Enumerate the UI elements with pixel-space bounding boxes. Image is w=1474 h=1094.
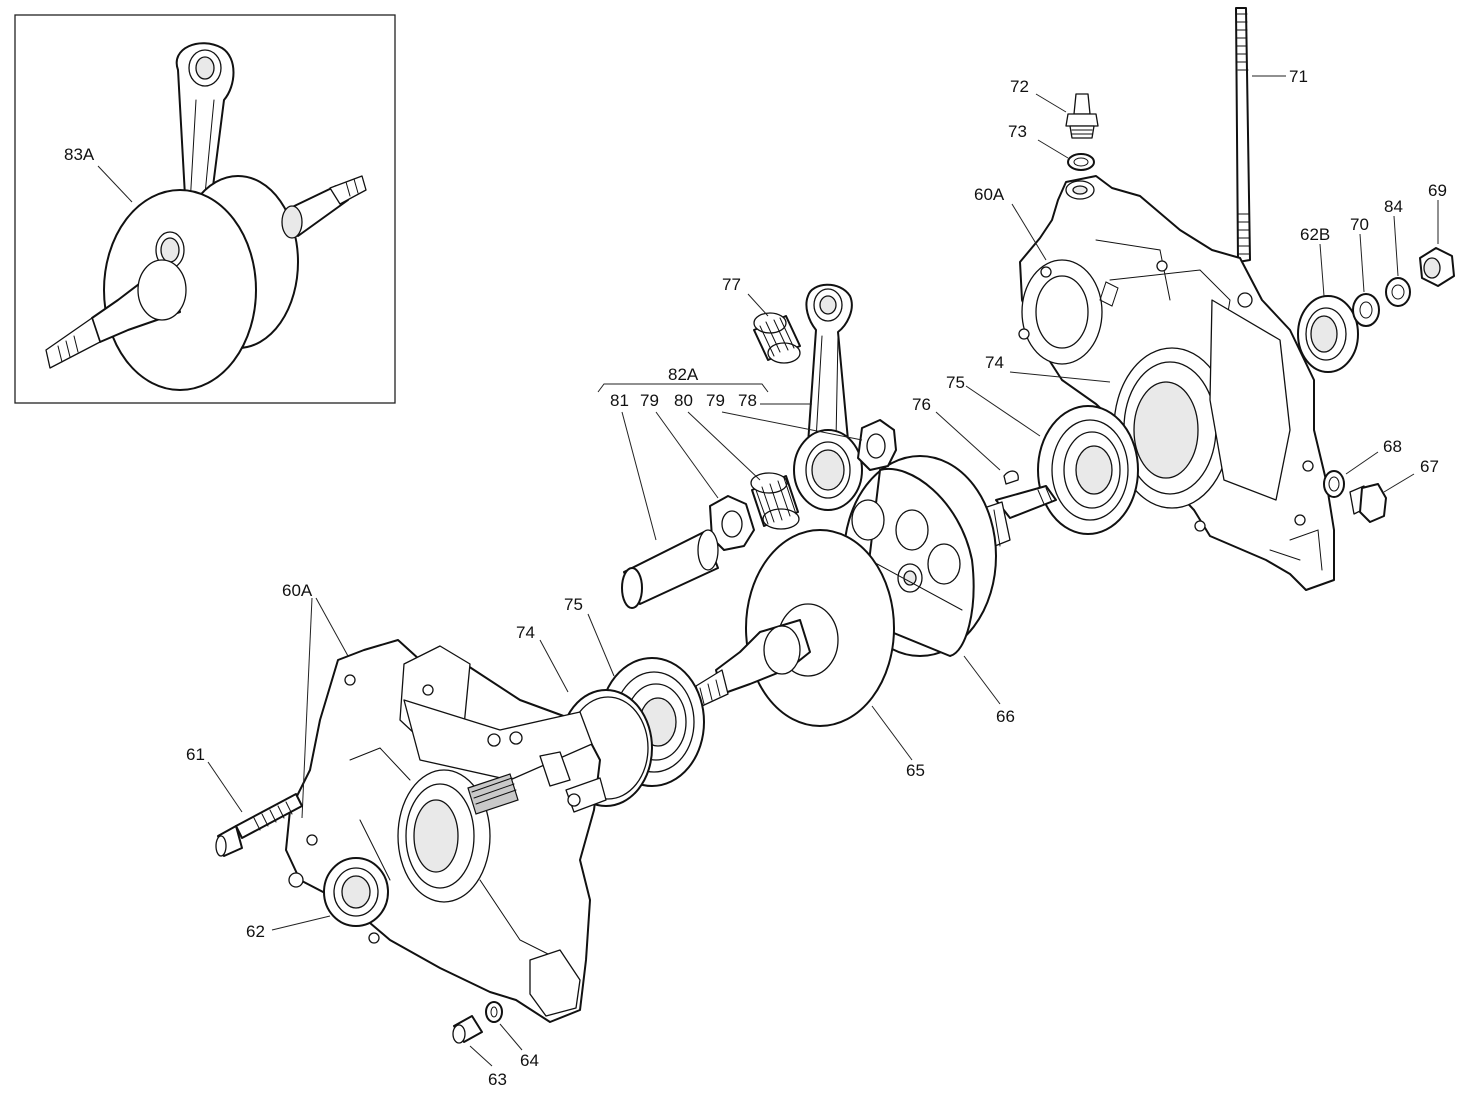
callout-70: 70: [1350, 215, 1369, 234]
left-crankcase-half: 60A: [282, 581, 607, 1023]
callout-67: 67: [1420, 457, 1439, 476]
callout-75-left: 75: [564, 595, 583, 614]
callout-83A: 83A: [64, 145, 95, 164]
callout-62: 62: [246, 922, 265, 941]
conrod-kit-labels: 82A 81 79 80 79 78: [597, 365, 863, 541]
callout-79-right: 79: [706, 391, 725, 410]
drain-plug-67: 67: [1349, 457, 1439, 523]
callout-63: 63: [488, 1070, 507, 1089]
connecting-rod-78: [793, 283, 863, 511]
callout-66: 66: [996, 707, 1015, 726]
callout-80: 80: [674, 391, 693, 410]
callout-73: 73: [1008, 122, 1027, 141]
callout-60A-left: 60A: [282, 581, 313, 600]
needle-cage-77: 77: [722, 275, 801, 364]
callout-81: 81: [610, 391, 629, 410]
callout-61: 61: [186, 745, 205, 764]
oil-seal-62B: 62B: [1297, 225, 1359, 373]
needle-bearing-80: [750, 472, 800, 530]
bracket-82A: [597, 383, 769, 393]
callout-74-left: 74: [516, 623, 535, 642]
inset-conrod: [175, 42, 235, 215]
callout-74-right: 74: [985, 353, 1004, 372]
callout-77: 77: [722, 275, 741, 294]
sealing-washer-73: 73: [1008, 122, 1095, 171]
callout-71: 71: [1289, 67, 1308, 86]
washer-70: 70: [1350, 215, 1380, 327]
callout-62B: 62B: [1300, 225, 1330, 244]
crank-pin-81: [621, 529, 719, 609]
callout-76: 76: [912, 395, 931, 414]
cap-screw-61: 61: [186, 745, 303, 857]
nut-69: 69: [1419, 181, 1455, 287]
woodruff-key-76: 76: [912, 395, 1019, 485]
callout-60A-right: 60A: [974, 185, 1005, 204]
callout-69: 69: [1428, 181, 1447, 200]
long-stud: 71: [1235, 7, 1308, 263]
washer-68: 68: [1323, 437, 1402, 498]
callout-79-left: 79: [640, 391, 659, 410]
washer-64: 64: [485, 1001, 539, 1070]
callout-64: 64: [520, 1051, 539, 1070]
callout-65: 65: [906, 761, 925, 780]
callout-84: 84: [1384, 197, 1403, 216]
hose-nipple-fitting: 72: [1010, 77, 1099, 139]
leader-83A: [97, 165, 133, 203]
callout-68: 68: [1383, 437, 1402, 456]
callout-78: 78: [738, 391, 757, 410]
callout-82A: 82A: [668, 365, 699, 384]
cap-screw-63: 63: [452, 1015, 507, 1089]
crank-half-66: 66: [843, 455, 1057, 726]
washer-84: 84: [1384, 197, 1411, 307]
callout-72: 72: [1010, 77, 1029, 96]
oil-seal-62: 62: [246, 857, 389, 941]
right-crankcase-half: 60A 74: [974, 175, 1335, 591]
callout-75-right: 75: [946, 373, 965, 392]
main-bearing-right: 75: [946, 373, 1139, 535]
sticker-plate: [467, 773, 519, 815]
inset-crankshaft-assembly: 83A: [14, 14, 396, 404]
thrust-washer-79-right: [857, 419, 897, 471]
